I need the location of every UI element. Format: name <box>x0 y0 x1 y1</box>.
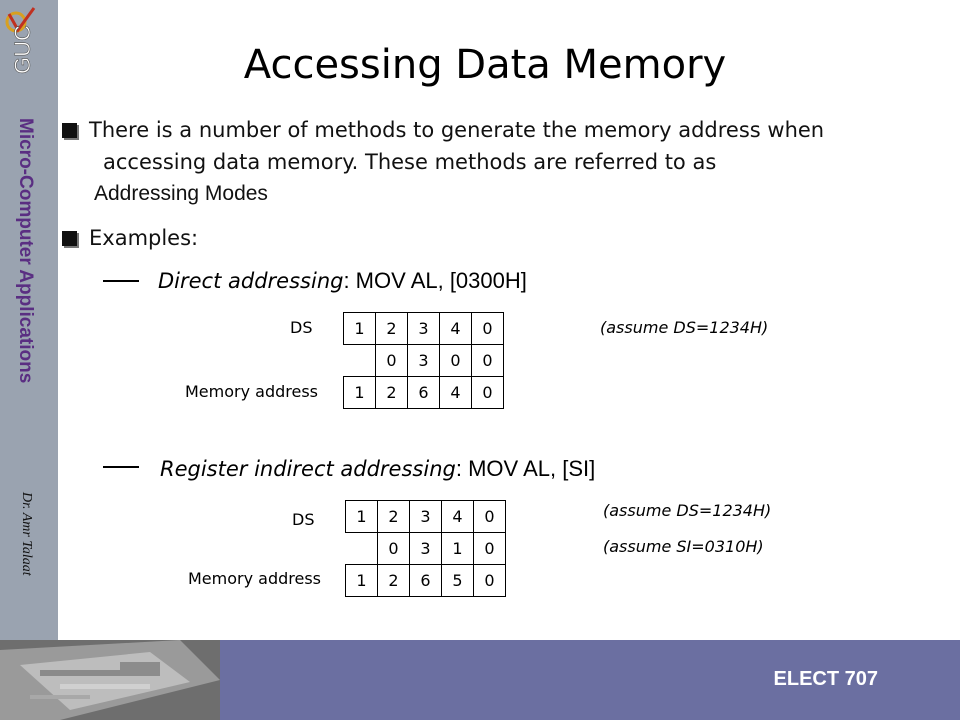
grid-cell: 3 <box>409 500 442 533</box>
grid-cell: 0 <box>375 344 408 377</box>
grid-cell: 4 <box>439 376 472 409</box>
bullet-methods: There is a number of methods to generate… <box>62 118 824 142</box>
mode-name: Direct addressing <box>158 269 344 293</box>
assumption-note: (assume DS=1234H) <box>600 318 769 337</box>
row-label-memory-address: Memory address <box>185 382 319 401</box>
square-bullet-icon <box>62 231 77 246</box>
grid-cell: 1 <box>345 500 378 533</box>
grid-cell: 1 <box>343 312 376 345</box>
grid-cell-empty <box>346 533 378 565</box>
dash-marker <box>103 280 139 282</box>
grid-cell: 4 <box>439 312 472 345</box>
grid-cell: 6 <box>409 564 442 597</box>
grid-cell: 3 <box>407 344 440 377</box>
addressing-modes-term: Addressing Modes <box>94 182 268 205</box>
row-label-ds: DS <box>290 318 313 337</box>
grid-cell: 2 <box>377 564 410 597</box>
example-direct: Direct addressing: MOV AL, [0300H] <box>158 268 527 294</box>
grid-cell: 2 <box>375 376 408 409</box>
slide-title: Accessing Data Memory <box>243 42 727 88</box>
address-calc-grid: 1 2 3 4 0 0 3 0 0 1 2 6 4 0 <box>343 312 504 409</box>
sidebar: GUC Micro-Computer Applications Dr. Amr … <box>0 0 58 640</box>
course-code: ELECT 707 <box>773 668 878 690</box>
grid-cell: 5 <box>441 564 474 597</box>
grid-cell: 0 <box>473 500 506 533</box>
chip-photo <box>0 640 220 720</box>
bullet-text-line1: There is a number of methods to generate… <box>89 118 825 142</box>
bullet-examples: Examples: <box>62 226 198 250</box>
grid-cell: 1 <box>343 376 376 409</box>
address-calc-grid: 1 2 3 4 0 0 3 1 0 1 2 6 5 0 <box>345 500 506 597</box>
grid-cell: 0 <box>471 344 504 377</box>
grid-cell: 2 <box>375 312 408 345</box>
examples-label: Examples: <box>89 226 199 250</box>
mode-name: Register indirect addressing <box>160 457 456 481</box>
grid-cell: 0 <box>473 564 506 597</box>
grid-cell: 6 <box>407 376 440 409</box>
grid-cell: 4 <box>441 500 474 533</box>
grid-cell: 0 <box>439 344 472 377</box>
row-label-ds: DS <box>292 510 315 529</box>
instruction: : MOV AL, [SI] <box>455 456 596 481</box>
dash-marker <box>103 466 139 468</box>
grid-cell-empty <box>344 345 376 377</box>
assumption-note: (assume SI=0310H) <box>603 537 764 556</box>
square-bullet-icon <box>62 123 77 138</box>
grid-cell: 0 <box>471 376 504 409</box>
svg-text:GUC: GUC <box>10 25 35 74</box>
grid-cell: 1 <box>441 532 474 565</box>
row-label-memory-address: Memory address <box>188 569 322 588</box>
bullet-text-line2: accessing data memory. These methods are… <box>103 150 717 174</box>
grid-cell: 0 <box>473 532 506 565</box>
grid-cell: 2 <box>377 500 410 533</box>
grid-cell: 0 <box>377 532 410 565</box>
grid-cell: 3 <box>409 532 442 565</box>
grid-cell: 3 <box>407 312 440 345</box>
guc-logo: GUC <box>5 7 35 74</box>
author-name: Dr. Amr Talaat <box>19 492 34 576</box>
assumption-note: (assume DS=1234H) <box>603 501 772 520</box>
grid-cell: 1 <box>345 564 378 597</box>
grid-cell: 0 <box>471 312 504 345</box>
example-register-indirect: Register indirect addressing: MOV AL, [S… <box>160 456 595 482</box>
instruction: : MOV AL, [0300H] <box>343 268 527 293</box>
course-title: Micro-Computer Applications <box>15 118 36 384</box>
